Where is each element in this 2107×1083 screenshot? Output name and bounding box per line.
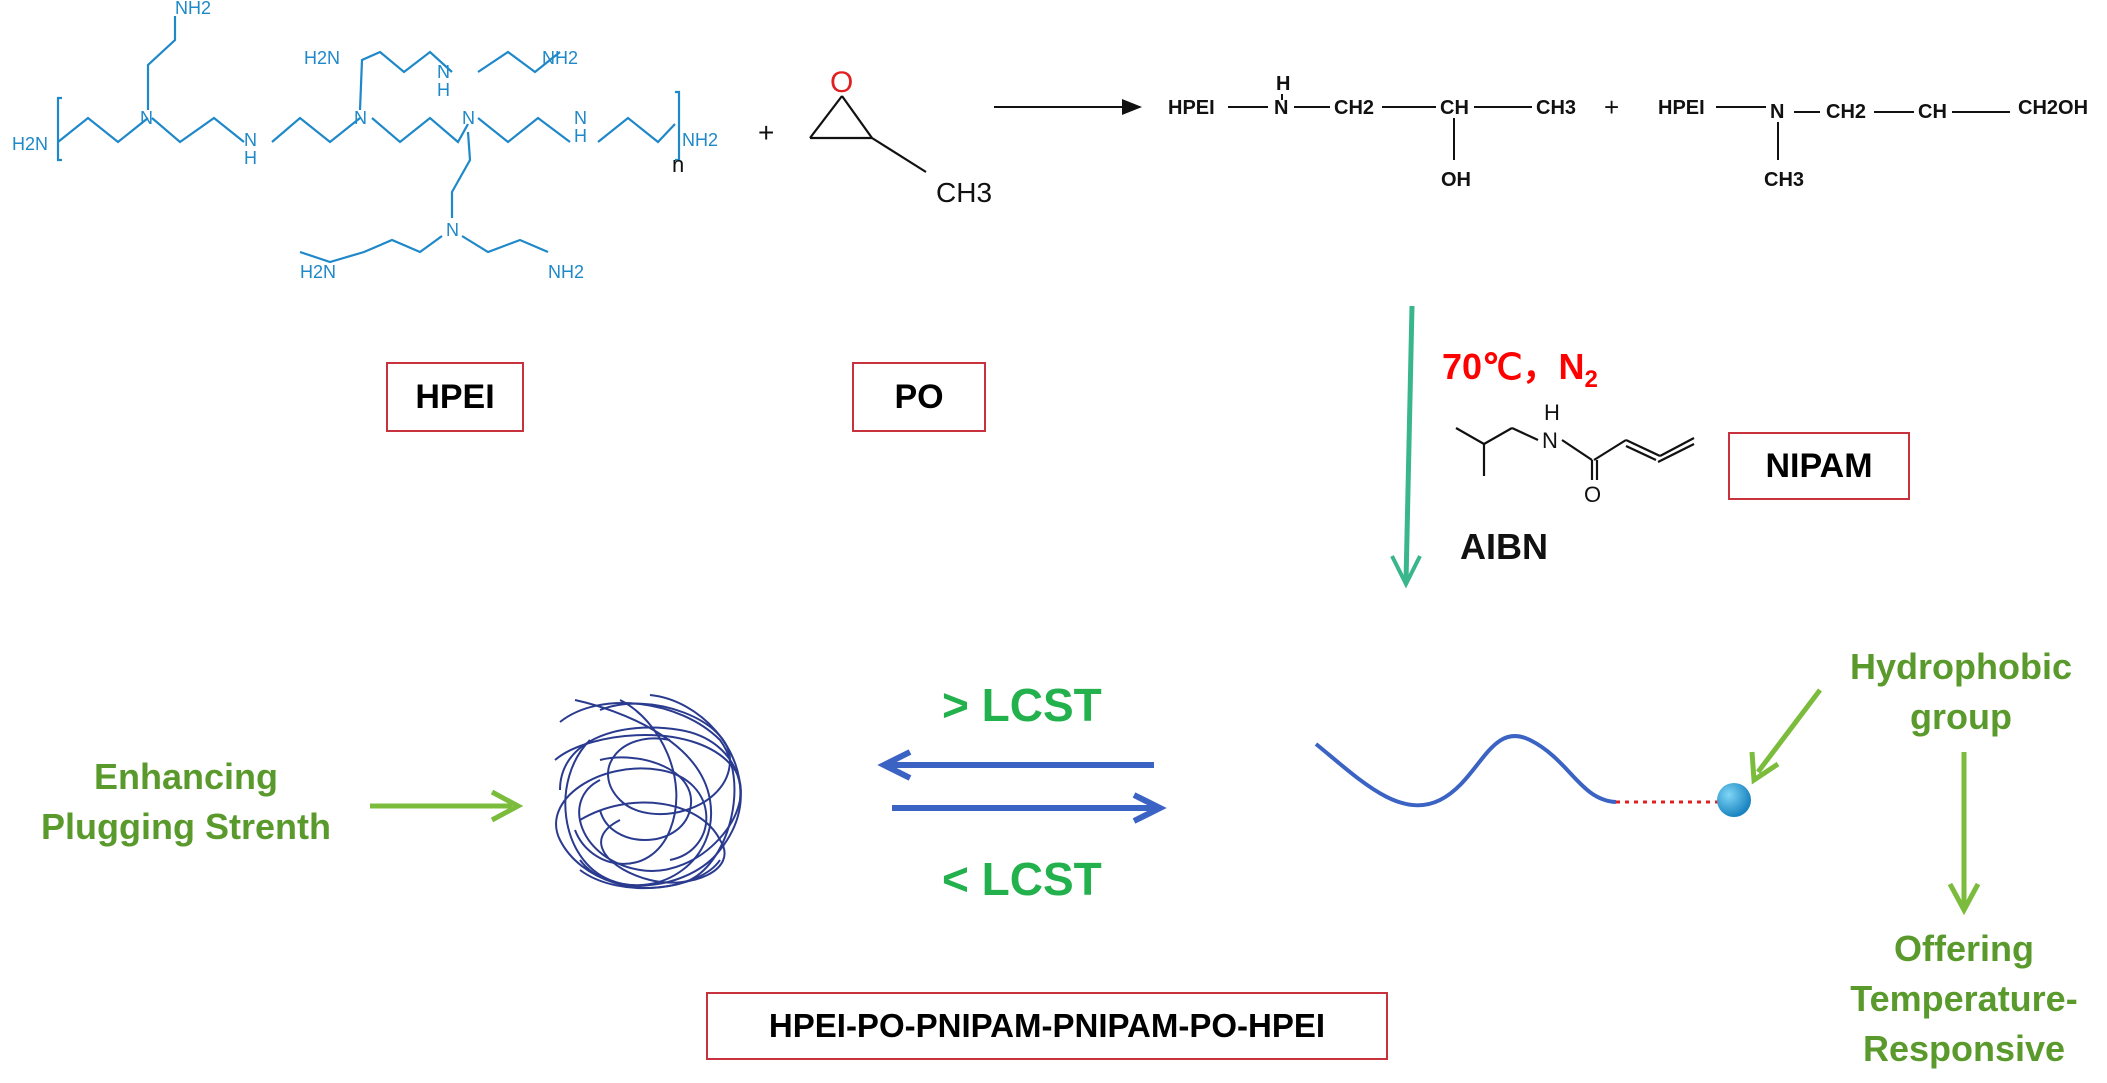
- svg-text:HPEI: HPEI: [1168, 97, 1215, 119]
- po-structure: [809, 95, 927, 173]
- svg-text:n: n: [672, 152, 684, 177]
- po-label-box: PO: [852, 362, 986, 432]
- product-1: HPEI N H CH2 CH OH CH3: [1168, 73, 1576, 191]
- above-lcst-arrowhead: [877, 749, 912, 781]
- svg-text:CH2OH: CH2OH: [2018, 97, 2088, 119]
- svg-text:NH2: NH2: [542, 48, 578, 68]
- svg-text:H2N: H2N: [304, 48, 340, 68]
- svg-text:H: H: [244, 148, 257, 168]
- svg-text:H: H: [437, 80, 450, 100]
- svg-text:CH: CH: [1918, 101, 1947, 123]
- svg-text:N: N: [437, 62, 450, 82]
- svg-text:N: N: [140, 108, 153, 128]
- left-note-arrowhead: [490, 789, 524, 823]
- hpei-label: HPEI: [415, 377, 495, 416]
- temperature-gas: 70℃，N: [1442, 346, 1585, 387]
- extended-polymer-chain: [1314, 734, 1617, 808]
- hydrophobic-pointer-arrowhead: [1749, 751, 1780, 785]
- hpei-structure: [56, 16, 681, 264]
- svg-text:N: N: [244, 130, 257, 150]
- po-oxygen: O: [830, 66, 853, 99]
- svg-text:CH3: CH3: [1764, 169, 1804, 191]
- nipam-structure: [1455, 427, 1695, 480]
- below-lcst-arrowhead: [1132, 792, 1167, 824]
- offering-note: Offering Temperature- Responsive: [1826, 924, 2102, 1074]
- hydrophobic-pointer-arrow: [1756, 688, 1822, 774]
- po-label: PO: [894, 377, 944, 416]
- svg-text:CH: CH: [1440, 97, 1469, 119]
- nipam-o-atom: O: [1584, 482, 1601, 507]
- polymerization-arrowhead: [1390, 555, 1422, 589]
- hpei-label-box: HPEI: [386, 362, 524, 432]
- svg-text:N: N: [446, 220, 459, 240]
- svg-text:H2N: H2N: [300, 262, 336, 282]
- below-lcst-label: < LCST: [942, 853, 1102, 905]
- product-label-box: HPEI-PO-PNIPAM-PNIPAM-PO-HPEI: [706, 992, 1388, 1060]
- svg-text:H: H: [574, 126, 587, 146]
- above-lcst-label: > LCST: [942, 679, 1102, 731]
- left-note-line2: Plugging Strenth: [41, 806, 331, 847]
- nipam-label: NIPAM: [1765, 446, 1873, 485]
- product-2: HPEI N CH3 CH2 CH CH2OH: [1658, 97, 2088, 191]
- plus-sign-1: +: [758, 117, 774, 148]
- svg-text:OH: OH: [1441, 169, 1471, 191]
- svg-text:HPEI: HPEI: [1658, 97, 1705, 119]
- svg-text:CH2: CH2: [1826, 101, 1866, 123]
- product-label: HPEI-PO-PNIPAM-PNIPAM-PO-HPEI: [768, 1007, 1326, 1044]
- left-note-line1: Enhancing: [93, 756, 278, 797]
- svg-text:N: N: [574, 108, 587, 128]
- hydrophobic-note: Hydrophobic group: [1816, 642, 2106, 742]
- svg-text:CH3: CH3: [1536, 97, 1576, 119]
- left-note: Enhancing Plugging Strenth: [10, 752, 362, 852]
- initiator-label: AIBN: [1460, 526, 1548, 567]
- svg-text:NH2: NH2: [175, 0, 211, 18]
- offering-note-line2: Temperature-: [1850, 978, 2078, 1019]
- svg-text:N: N: [1770, 101, 1784, 123]
- collapsed-polymer-coil: [554, 694, 742, 890]
- hpei-atom-labels: NH2 N N H H2N N N H NH2 N N H NH2 H2N N …: [12, 0, 718, 282]
- svg-text:NH2: NH2: [682, 130, 718, 150]
- hydrophobic-group-sphere: [1717, 783, 1751, 817]
- svg-text:N: N: [462, 108, 475, 128]
- hydrophobic-note-line2: group: [1910, 696, 2012, 737]
- nipam-h-atom: H: [1544, 400, 1560, 425]
- gas-subscript: 2: [1584, 366, 1598, 394]
- polymerization-arrow: [1403, 305, 1415, 583]
- nipam-label-box: NIPAM: [1728, 432, 1910, 500]
- hydrophobic-note-line1: Hydrophobic: [1850, 646, 2072, 687]
- svg-text:N: N: [354, 108, 367, 128]
- svg-text:H: H: [1276, 73, 1290, 95]
- svg-text:NH2: NH2: [548, 262, 584, 282]
- po-methyl: CH3: [936, 177, 992, 208]
- svg-text:CH2: CH2: [1334, 97, 1374, 119]
- svg-text:N: N: [1274, 97, 1288, 119]
- offering-arrowhead: [1947, 882, 1981, 916]
- offering-note-line1: Offering: [1894, 928, 2034, 969]
- plus-sign-2: +: [1604, 92, 1619, 122]
- nipam-n-atom: N: [1542, 428, 1558, 453]
- offering-note-line3: Responsive: [1862, 1028, 2066, 1069]
- svg-text:H2N: H2N: [12, 134, 48, 154]
- reaction-conditions: 70℃，N2: [1442, 338, 1598, 394]
